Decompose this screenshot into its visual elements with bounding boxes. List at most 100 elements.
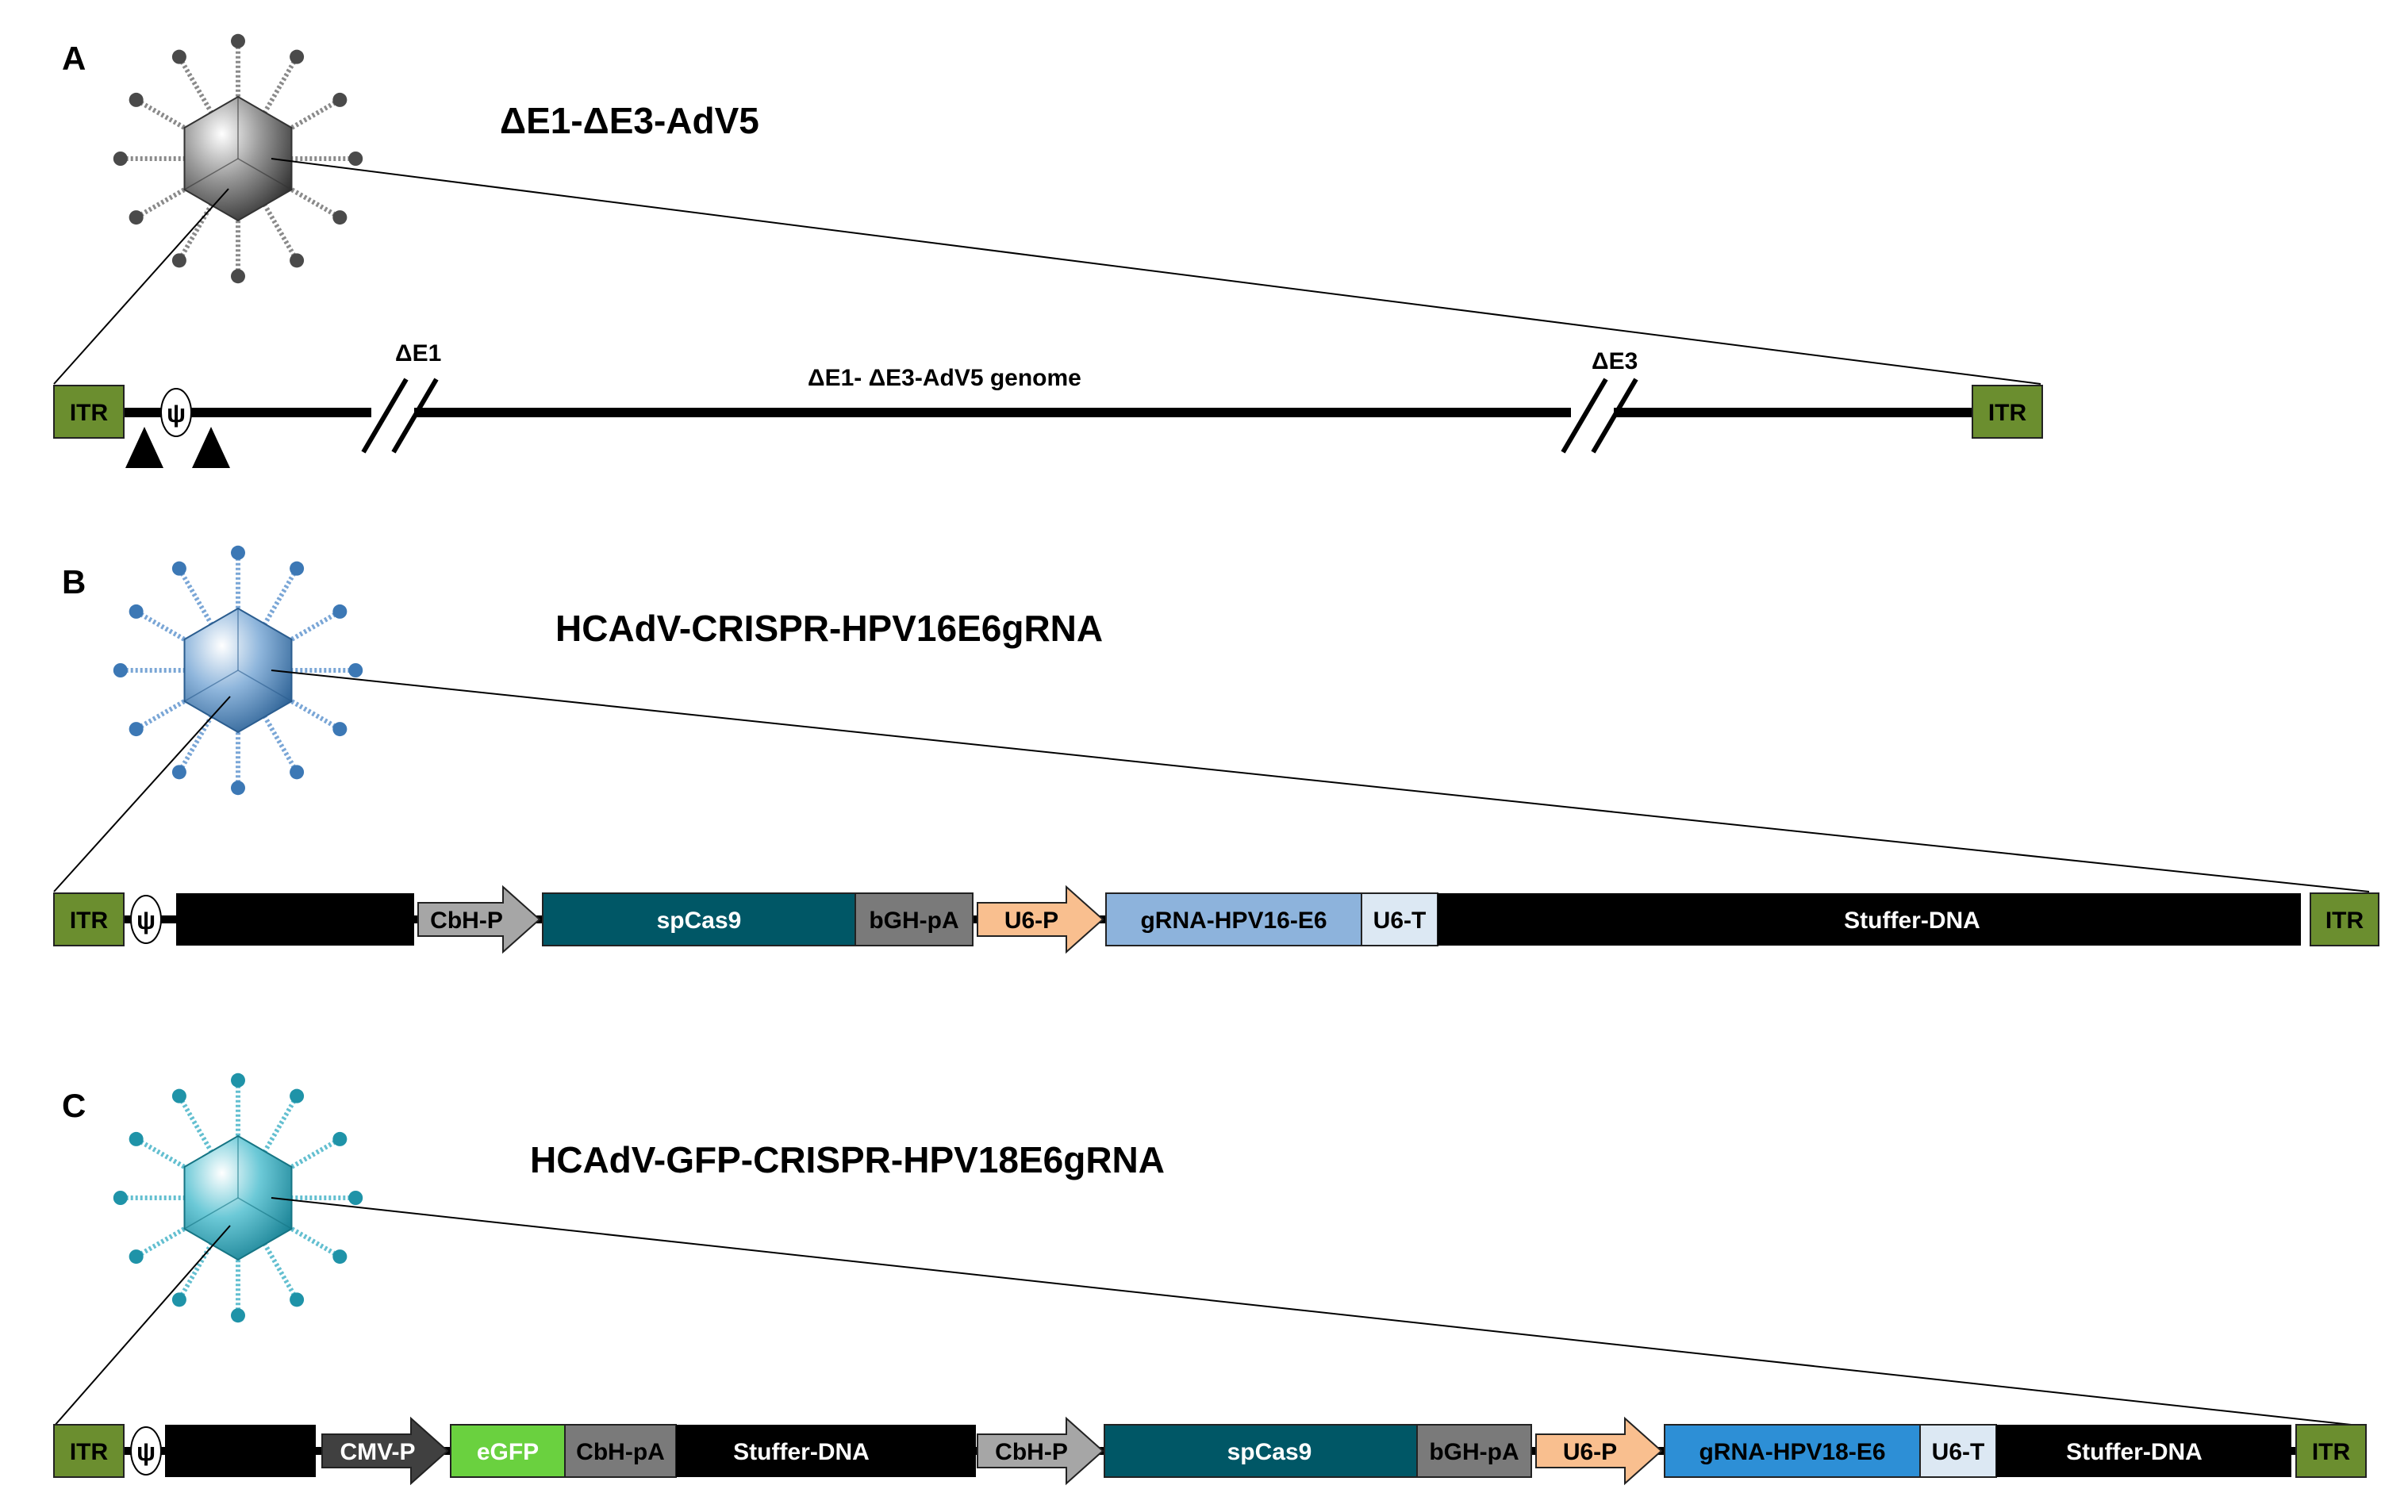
stuffer-dna-c2-label: Stuffer-DNA <box>2066 1439 2203 1465</box>
virion-facet <box>184 1197 239 1230</box>
virion-fiber-knob <box>332 92 348 107</box>
break-mark-e3 <box>1561 378 1638 454</box>
virion-fiber-knob <box>129 210 144 225</box>
itr-left-b <box>53 892 125 946</box>
virion-fiber <box>177 1095 214 1154</box>
virion-fiber <box>135 1137 194 1174</box>
virion-fiber <box>282 182 341 220</box>
virion-fiber-knob <box>171 1088 186 1103</box>
cbh-pa-c-label: CbH-pA <box>576 1439 665 1465</box>
panel-c: C HCAdV-GFP-CRISPR-HPV18E6gRNA ITR ψ CMV… <box>53 1073 2367 1486</box>
virion-fiber-knob <box>231 1308 245 1323</box>
break-mark-e1 <box>361 378 439 454</box>
bgh-pa-b <box>855 892 974 946</box>
virion-fiber-knob <box>113 152 128 166</box>
egfp-c <box>450 1424 566 1478</box>
virion-fiber-knob <box>332 722 348 737</box>
delta-e3-label: ΔE3 <box>1592 348 1638 374</box>
virion-fiber-knob <box>348 152 363 166</box>
u6-promoter-b <box>977 885 1104 954</box>
psi-symbol-c: ψ <box>136 1437 156 1466</box>
psi-signal-c <box>130 1426 162 1476</box>
stuffer-dna-b-label: Stuffer-DNA <box>1844 908 1980 934</box>
zoom-line-b-right <box>271 670 2370 892</box>
virion-fiber-knob <box>290 1088 305 1103</box>
itr-left-a <box>53 385 125 439</box>
cbh-promoter-c-label: CbH-P <box>995 1439 1068 1465</box>
virion-c <box>113 1073 363 1323</box>
zoom-line-a-right <box>271 158 2041 385</box>
triangle-marker-2 <box>192 427 230 468</box>
panel-b-letter: B <box>62 563 86 601</box>
panel-a-title: ΔE1-ΔE3-AdV5 <box>500 100 759 141</box>
psi-symbol-a: ψ <box>167 399 186 428</box>
virion-fiber <box>262 714 299 773</box>
virion-fiber-knob <box>129 604 144 619</box>
virion-fiber-knob <box>348 1191 363 1205</box>
virion-fiber <box>135 182 194 220</box>
virion-fiber <box>282 1222 341 1259</box>
egfp-c-label: eGFP <box>477 1439 539 1465</box>
backbone-block-b <box>176 893 414 946</box>
virion-facet <box>237 1197 292 1230</box>
panel-c-title: HCAdV-GFP-CRISPR-HPV18E6gRNA <box>530 1139 1165 1180</box>
virion-fiber-knob <box>171 253 186 268</box>
backbone-block-c <box>165 1425 316 1477</box>
virion-fiber <box>177 56 214 115</box>
bgh-pa-c <box>1416 1424 1532 1478</box>
virion-fiber <box>262 1095 299 1154</box>
psi-signal-b <box>130 895 162 944</box>
virion-fiber-knob <box>332 1249 348 1264</box>
virion-fiber-knob <box>231 781 245 796</box>
panel-b-title: HCAdV-CRISPR-HPV16E6gRNA <box>555 608 1103 649</box>
bgh-pa-c-label: bGH-pA <box>1429 1439 1519 1465</box>
u6-terminator-b <box>1361 892 1438 946</box>
spcas9-b-label: spCas9 <box>657 908 742 934</box>
cbh-promoter-c <box>977 1416 1104 1486</box>
virion-fiber-knob <box>231 1073 245 1088</box>
virion-fiber-knob <box>129 1249 144 1264</box>
triangle-marker-1 <box>125 427 163 468</box>
itr-right-b <box>2310 892 2379 946</box>
cmv-promoter-c-label: CMV-P <box>340 1439 415 1465</box>
virion-facet <box>237 158 292 190</box>
virion-b <box>113 545 363 796</box>
stuffer-dna-c1 <box>676 1425 976 1477</box>
virion-facet <box>184 670 239 702</box>
virion-fiber-knob <box>129 1131 144 1146</box>
virion-fiber <box>282 694 341 731</box>
itr-right-a <box>1972 385 2043 439</box>
virion-fiber <box>135 609 194 647</box>
virion-fiber-knob <box>129 92 144 107</box>
zoom-line-a-left <box>53 188 229 385</box>
panel-b: B HCAdV-CRISPR-HPV16E6gRNA ITR ψ CbH-P s… <box>53 545 2379 954</box>
grna-hpv18-e6-label: gRNA-HPV18-E6 <box>1699 1439 1885 1465</box>
virion-fiber <box>135 694 194 731</box>
u6-promoter-b-label: U6-P <box>1004 908 1058 934</box>
itr-left-c-label: ITR <box>70 1439 109 1465</box>
grna-hpv16-e6-label: gRNA-HPV16-E6 <box>1140 908 1327 934</box>
virion-fiber <box>135 98 194 135</box>
bgh-pa-b-label: bGH-pA <box>869 908 958 934</box>
virion-fiber-knob <box>290 49 305 64</box>
u6-promoter-c-label: U6-P <box>1563 1439 1617 1465</box>
virion-fiber-knob <box>231 269 245 284</box>
psi-signal-a <box>160 388 192 437</box>
virion-fiber <box>262 567 299 627</box>
itr-left-b-label: ITR <box>70 908 109 934</box>
itr-right-c-label: ITR <box>2312 1439 2351 1465</box>
zoom-line-c-left <box>53 1225 231 1427</box>
itr-left-a-label: ITR <box>70 400 109 426</box>
virion-fiber <box>262 56 299 115</box>
virion-fiber <box>177 714 214 773</box>
virion-fiber-knob <box>332 1131 348 1146</box>
virion-fiber-knob <box>113 1191 128 1205</box>
cbh-pa-c <box>564 1424 677 1478</box>
virion-fiber <box>282 609 341 647</box>
virion-facet <box>184 158 239 190</box>
u6-terminator-b-label: U6-T <box>1373 908 1427 934</box>
grna-hpv16-e6 <box>1105 892 1362 946</box>
virion-fiber-knob <box>231 33 245 48</box>
virion-fiber <box>262 202 299 262</box>
